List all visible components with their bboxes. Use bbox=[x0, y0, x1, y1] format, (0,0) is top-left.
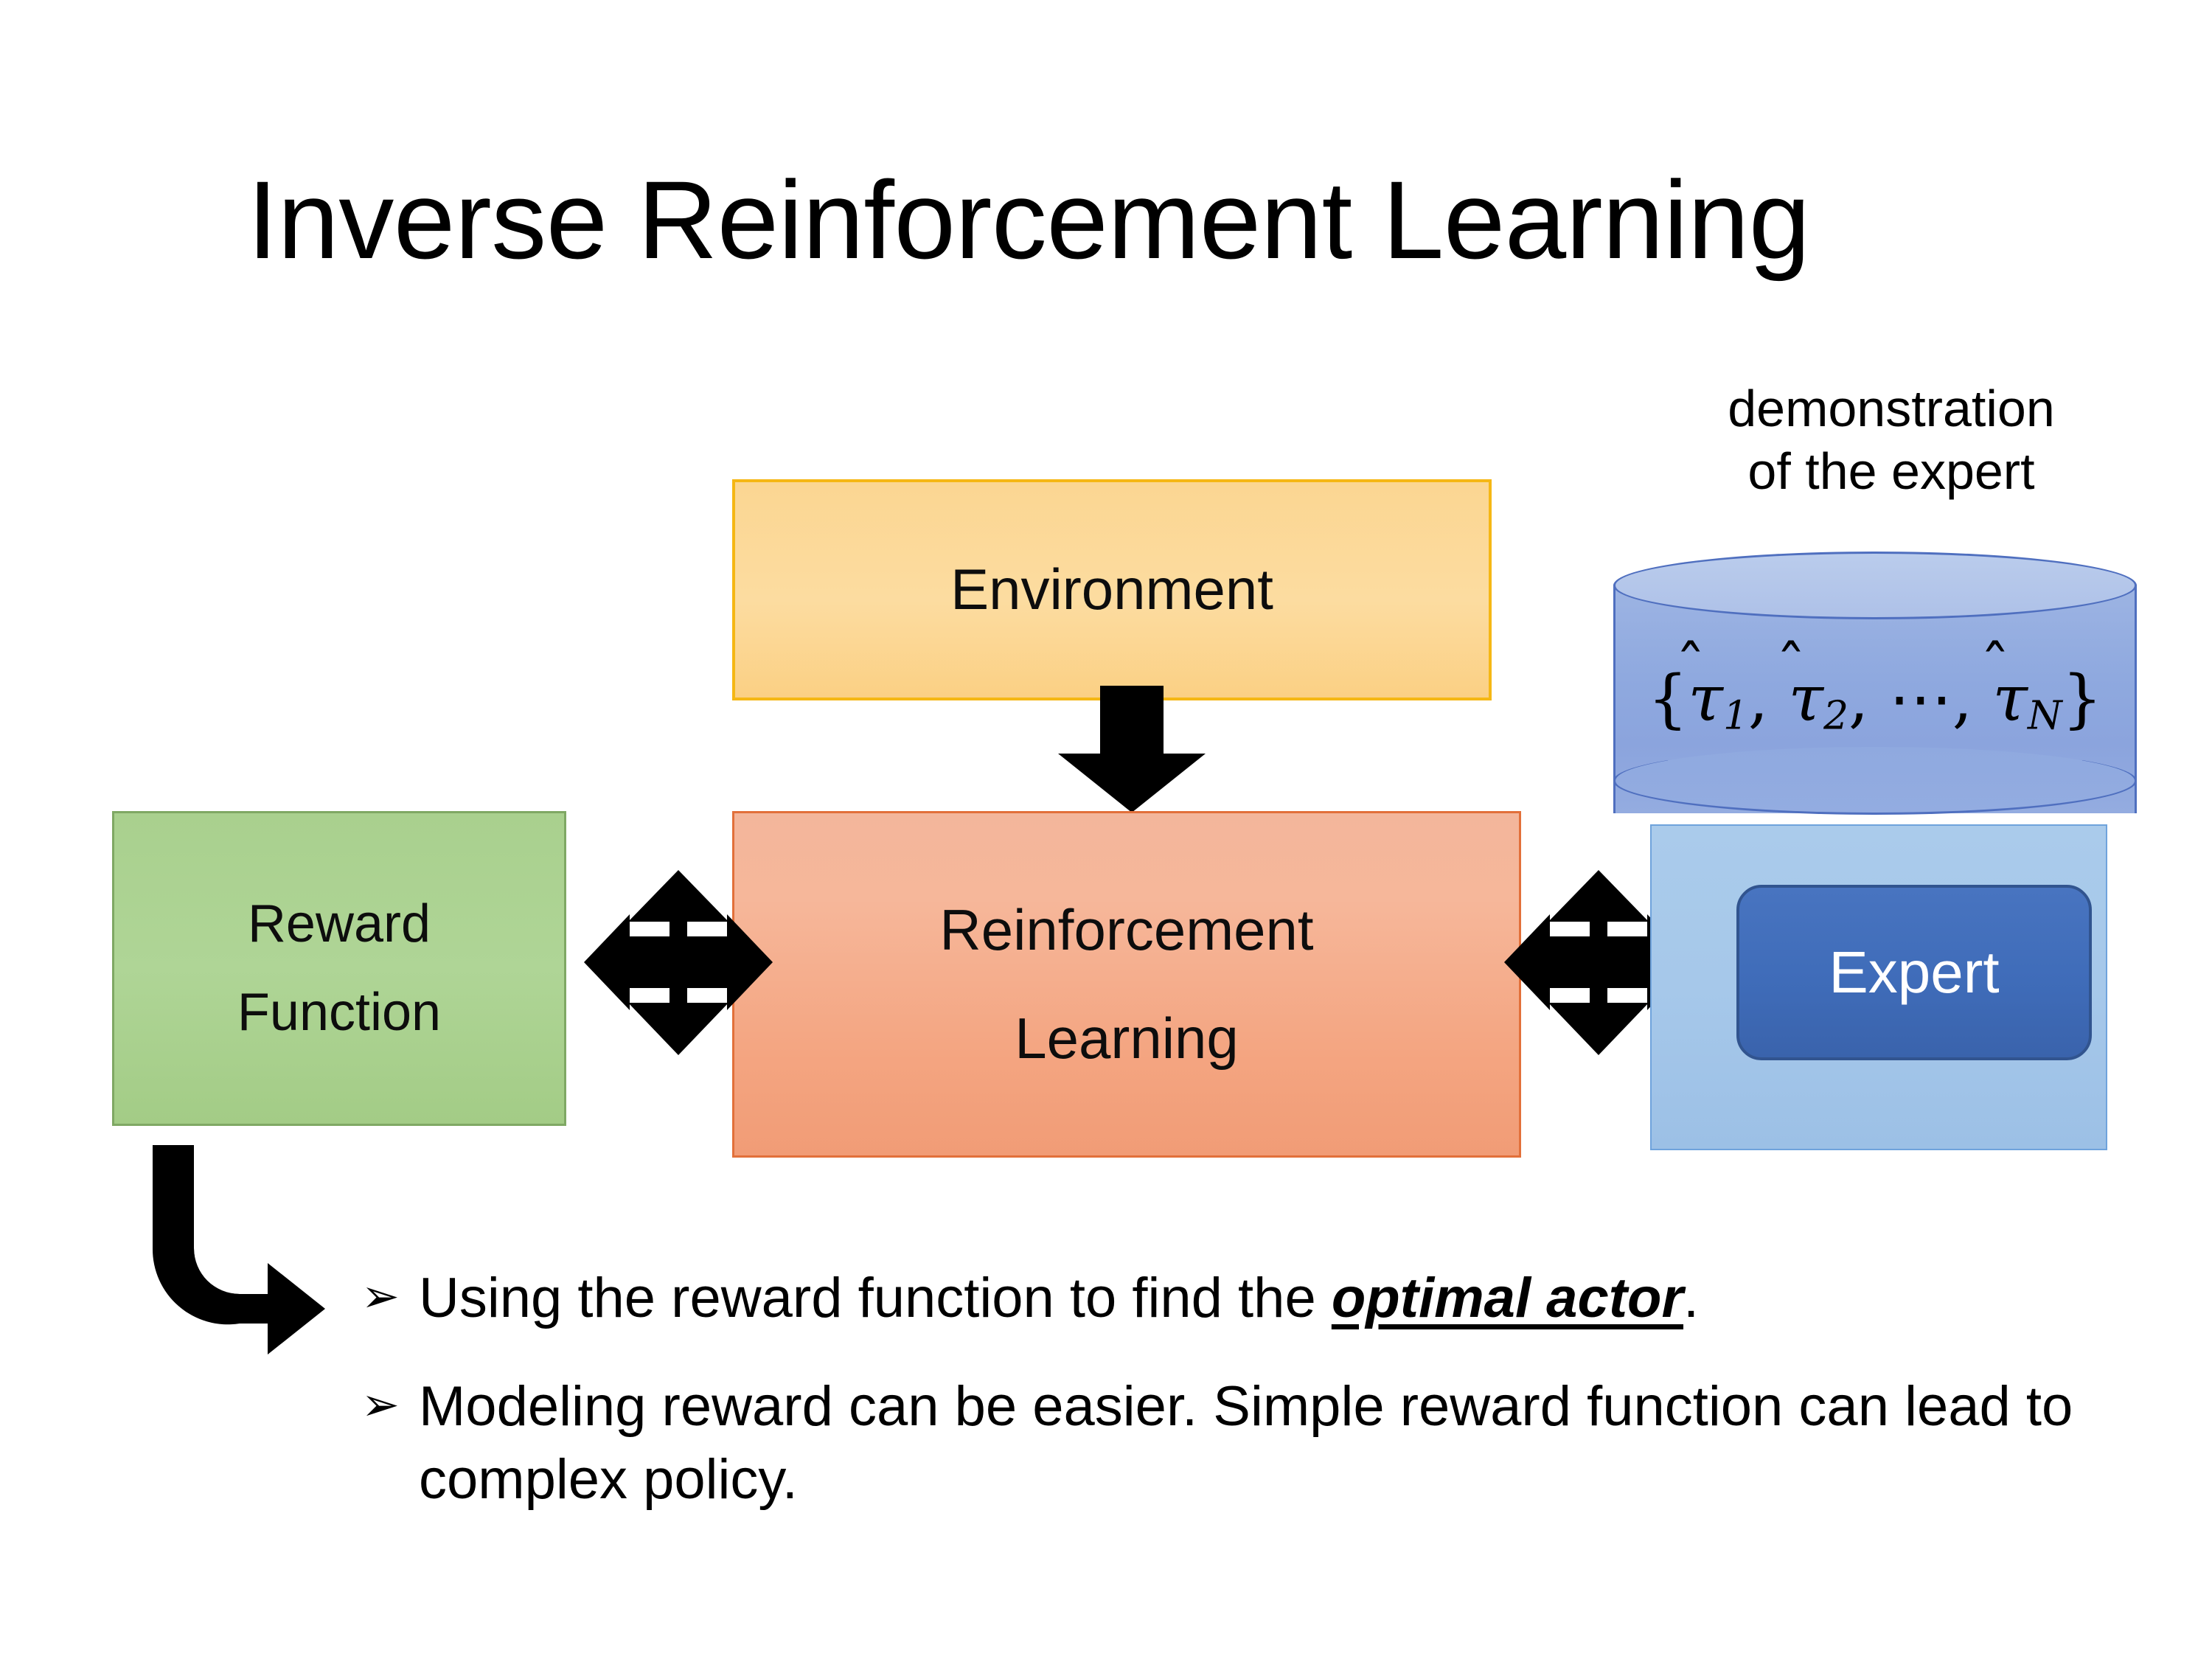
trajectory-set-formula: {τ̂1, τ̂2, ⋯, τ̂N} bbox=[1613, 662, 2137, 739]
node-expert[interactable]: Expert bbox=[1736, 885, 2092, 1060]
formula-separator-1: , bbox=[1747, 662, 1789, 736]
bullet-1-suffix: . bbox=[1683, 1267, 1700, 1329]
formula-tau-n-subscript: N bbox=[2027, 692, 2062, 739]
formula-open-brace: { bbox=[1647, 662, 1688, 736]
formula-close-brace: } bbox=[2062, 662, 2103, 736]
formula-tau-2: τ bbox=[1788, 662, 1824, 736]
quad-arrow-icon-rl-expert bbox=[1503, 869, 1694, 1057]
page-title: Inverse Reinforcement Learning bbox=[247, 158, 1810, 282]
elbow-arrow-reward-to-bullets bbox=[136, 1145, 446, 1374]
cylinder-top-ellipse bbox=[1613, 552, 2137, 619]
node-expert-label: Expert bbox=[1829, 939, 2000, 1005]
formula-tau-1-subscript: 1 bbox=[1722, 692, 1748, 739]
formula-tau-n: τ bbox=[1992, 662, 2028, 736]
list-item: ➢ Modeling reward can be easier. Simple … bbox=[361, 1371, 2116, 1517]
formula-separator-2: , ⋯, bbox=[1848, 662, 1993, 736]
arrow-environment-to-rl bbox=[1054, 686, 1209, 815]
node-reward-function[interactable]: Reward Function bbox=[112, 811, 566, 1126]
trajectory-store-cylinder[interactable]: {τ̂1, τ̂2, ⋯, τ̂N} bbox=[1613, 552, 2137, 846]
bullet-1-prefix: Using the reward function to find the bbox=[419, 1267, 1332, 1329]
bullet-1-emphasis: optimal actor bbox=[1331, 1267, 1684, 1329]
bullet-marker-icon: ➢ bbox=[361, 1271, 400, 1322]
bullet-marker-icon: ➢ bbox=[361, 1379, 400, 1430]
formula-tau-1: τ bbox=[1688, 662, 1723, 736]
node-rl-label-line2: Learning bbox=[1015, 1006, 1239, 1071]
list-item: ➢ Using the reward function to find the … bbox=[361, 1262, 2116, 1335]
node-reinforcement-learning[interactable]: Reinforcement Learning bbox=[732, 811, 1521, 1158]
bullet-list: ➢ Using the reward function to find the … bbox=[361, 1262, 2116, 1516]
cylinder-bottom-ellipse bbox=[1613, 747, 2137, 815]
node-rl-label-line1: Reinforcement bbox=[939, 897, 1314, 962]
bullet-2-prefix: Modeling reward can be easier. Simple re… bbox=[419, 1374, 2073, 1511]
demonstration-caption: demonstration of the expert bbox=[1655, 378, 2127, 504]
bullet-text-2: Modeling reward can be easier. Simple re… bbox=[419, 1371, 2116, 1517]
node-environment[interactable]: Environment bbox=[732, 479, 1492, 700]
demonstration-caption-line1: demonstration bbox=[1728, 380, 2055, 437]
node-environment-label: Environment bbox=[950, 557, 1273, 622]
node-reward-label-line1: Reward bbox=[247, 894, 431, 954]
demonstration-caption-line2: of the expert bbox=[1747, 442, 2035, 501]
bullet-text-1: Using the reward function to find the op… bbox=[419, 1262, 2116, 1335]
quad-arrow-icon-reward-rl bbox=[582, 869, 774, 1057]
formula-tau-2-subscript: 2 bbox=[1823, 692, 1849, 739]
node-reward-label-line2: Function bbox=[237, 982, 442, 1042]
